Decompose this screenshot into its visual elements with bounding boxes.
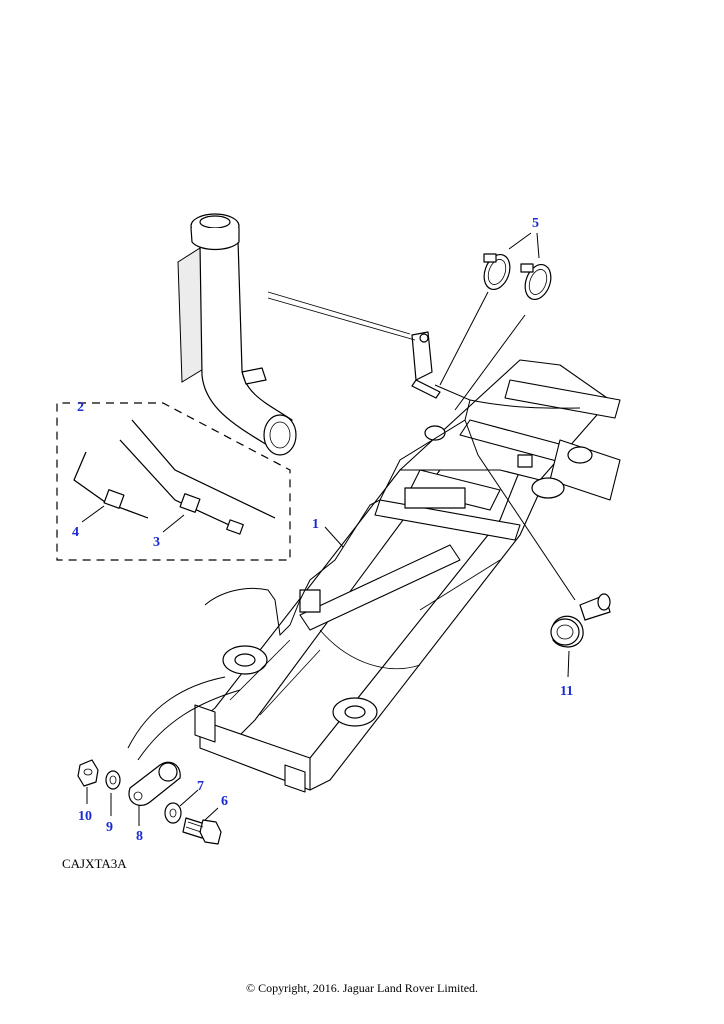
- callout-9: 9: [106, 820, 113, 835]
- callout-leaders: [81, 232, 570, 826]
- callout-1: 1: [312, 517, 319, 532]
- callout-5: 5: [532, 216, 539, 231]
- diagram-reference-code: CAJXTA3A: [62, 856, 127, 871]
- copyright-notice: © Copyright, 2016. Jaguar Land Rover Lim…: [245, 981, 479, 995]
- callout-7: 7: [197, 779, 204, 794]
- callout-4: 4: [72, 525, 79, 540]
- breather-pipe: [204, 384, 581, 637]
- callout-11: 11: [560, 684, 573, 699]
- filler-neck: [177, 213, 297, 456]
- pipe-inset: [56, 402, 291, 561]
- callout-6: 6: [221, 794, 228, 809]
- callout-10: 10: [78, 809, 92, 824]
- callout-labels: 1 2 3 4 5 6 7 8 9 10 11: [72, 216, 573, 844]
- callout-3: 3: [153, 535, 160, 550]
- breather-bracket: [267, 291, 441, 399]
- chassis-frame: [194, 359, 621, 793]
- callout-2: 2: [77, 400, 84, 415]
- grommet: [550, 593, 611, 648]
- mounting-hardware: [77, 676, 241, 845]
- hose-clips: [483, 253, 552, 301]
- callout-8: 8: [136, 829, 143, 844]
